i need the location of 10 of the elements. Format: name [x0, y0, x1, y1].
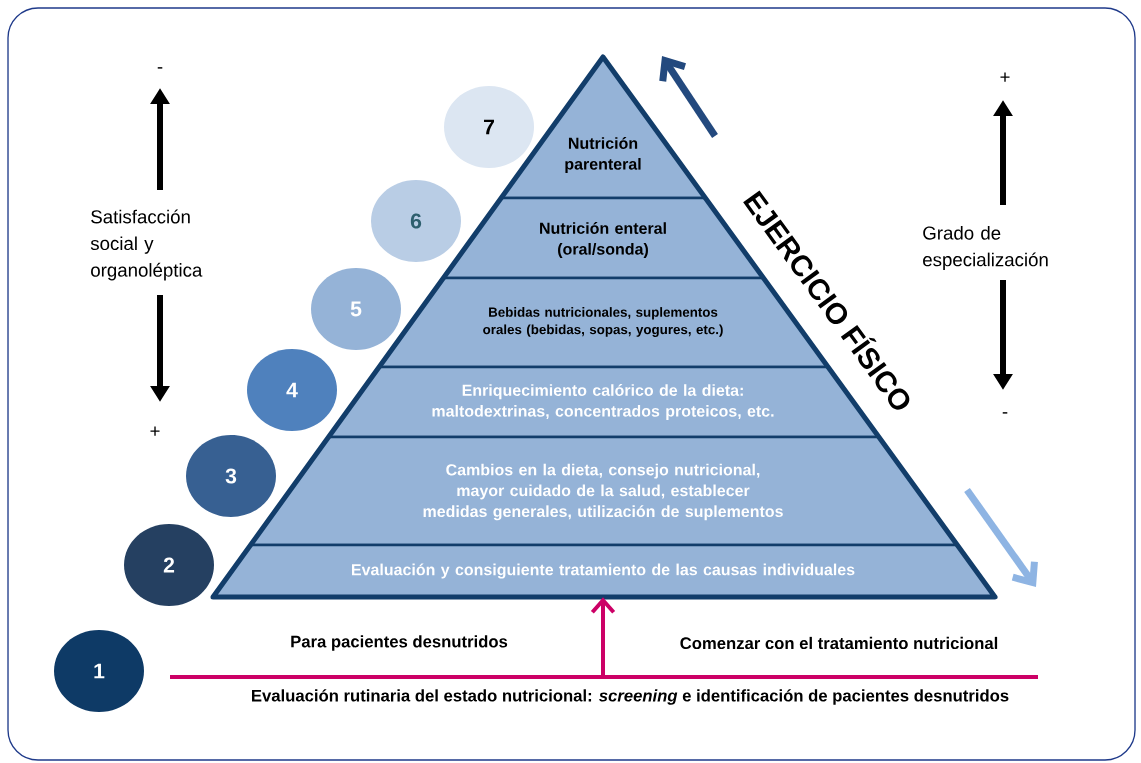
arrow — [590, 597, 616, 677]
sign-label: + — [150, 426, 160, 436]
caption-text: Para pacientes desnutridos — [291, 635, 508, 651]
sign-label: - — [157, 67, 163, 69]
sign-label: + — [1000, 72, 1010, 82]
caption-text: Comenzar con el tratamiento nutricional — [680, 636, 998, 650]
axis-label: Satisfacción social y organoléptica — [90, 209, 203, 281]
sign-label: - — [1002, 412, 1008, 414]
caption-text: Evaluación rutinaria del estado nutricional: screening e identificación de pacientes desnutridos — [252, 689, 1009, 705]
axis-label: Grado de especialización — [923, 225, 1048, 270]
